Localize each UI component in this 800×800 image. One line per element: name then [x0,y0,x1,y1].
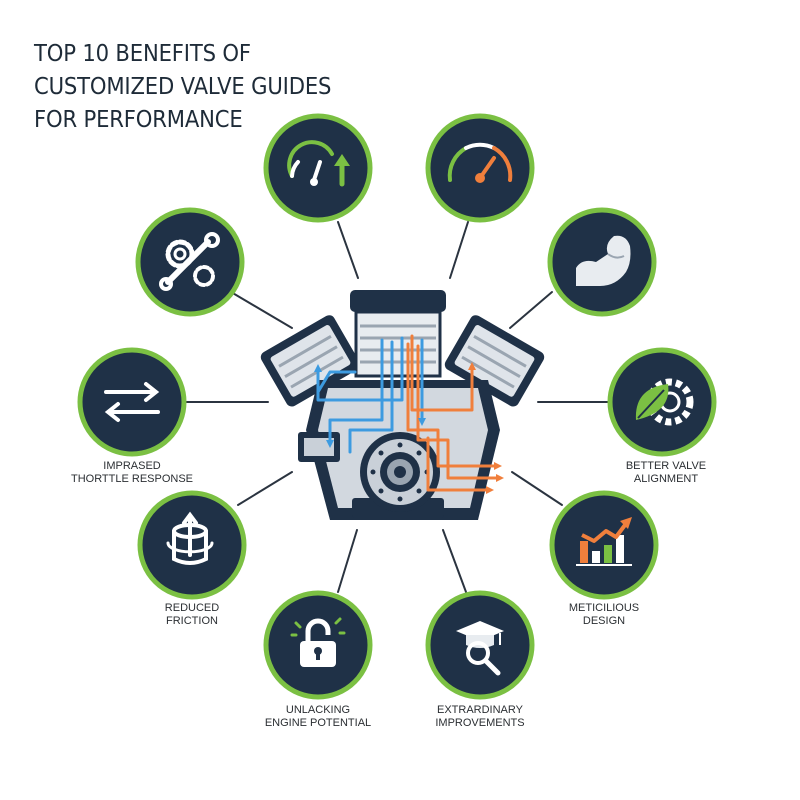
label-valve-alignment: BETTER VALVE ALIGNMENT [625,460,707,485]
page-title: TOP 10 BENEFITS OF CUSTOMIZED VALVE GUID… [34,38,365,137]
label-improvements: EXTRARDINARY IMPROVEMENTS [435,704,525,729]
benefit-circle [137,490,247,600]
cylinder-rotation-icon [166,511,214,565]
flow-arrows [316,334,498,492]
graduation-cap-magnifier-icon [456,621,504,676]
title-line-3: FOR PERFORMANCE [34,107,243,133]
wrench-gears-icon [159,232,220,291]
flexed-arm-icon [576,235,631,286]
label-engine-potential: UNLACKING ENGINE POTENTIAL [264,704,372,729]
benefit-circle [263,113,373,223]
label-meticulous-design: METICILIOUS DESIGN [568,602,640,627]
arrow-heads [314,362,504,494]
unlocked-padlock-icon [290,617,346,667]
label-throttle-response: IMPRASED THORTTLE RESPONSE [70,460,194,485]
title-line-1: TOP 10 BENEFITS OF [34,41,251,67]
rising-bar-chart-icon [576,517,632,566]
benefit-circle [425,590,535,700]
benefit-circle [547,207,657,317]
benefit-circle [77,347,187,457]
speedometer-up-arrow-icon [287,140,350,187]
title-line-2: CUSTOMIZED VALVE GUIDES [34,74,332,100]
benefit-circle [263,590,373,700]
benefit-circle [425,113,535,223]
benefit-circle [135,207,245,317]
leaf-gear-icon [635,378,694,426]
label-reduced-friction: REDUCED FRICTION [164,602,220,627]
speedometer-gauge-icon [447,142,513,183]
engine-block-illustration [260,290,545,520]
benefit-circle [549,490,659,600]
bidirectional-arrows-icon [104,382,160,422]
connector-lines [185,221,611,593]
benefit-circle [607,347,717,457]
